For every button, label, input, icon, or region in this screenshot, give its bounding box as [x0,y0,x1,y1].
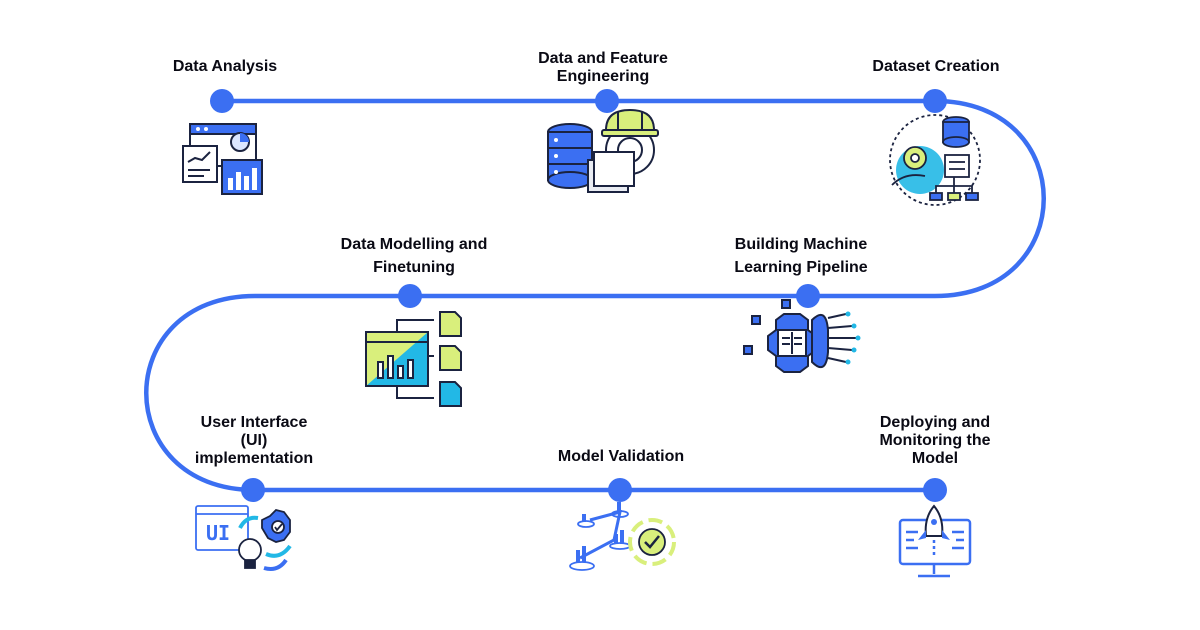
step-node-ui-implementation [241,478,265,502]
roadmap-path [144,98,1046,493]
dataset-network-icon [889,114,981,206]
label-line: Finetuning [373,259,455,276]
step-label-dataset-creation: Dataset Creation [872,58,999,76]
step-label-data-analysis: Data Analysis [173,58,277,76]
analytics-dashboard-icon [182,123,263,195]
database-engineering-icon [547,108,659,193]
step-node-feature-engineering [595,89,619,113]
label-line: Learning Pipeline [734,259,868,276]
label-line: Model [911,450,959,467]
step-node-dataset-creation [923,89,947,113]
deploy-rocket-monitor-icon [898,504,972,578]
step-node-ml-pipeline [796,284,820,308]
step-node-deploy-monitor [923,478,947,502]
step-node-modelling-finetuning [398,284,422,308]
svg-text:UI: UI [206,521,230,545]
label-line: Data Analysis [172,58,278,75]
step-label-deploy-monitor: Deploying and Monitoring the Model [879,414,990,468]
step-label-ml-pipeline: Building Machine Learning Pipeline [734,233,867,279]
label-line: Data Modelling and [340,236,488,253]
step-node-model-validation [608,478,632,502]
label-line: Deploying and [879,414,991,431]
label-line: Building Machine [734,236,868,253]
ml-pipeline-chip-icon [743,299,861,373]
label-line: Engineering [556,68,650,85]
label-line: Dataset Creation [872,58,1000,75]
step-label-modelling-finetuning: Data Modelling and Finetuning [341,233,488,279]
label-line: User Interface [200,414,308,431]
ui-implementation-icon: UI [195,505,292,571]
model-finetuning-icon [365,311,462,407]
label-line: (UI) [240,432,268,449]
label-line: implementation [194,450,314,467]
model-validation-icon [569,502,676,571]
step-label-feature-engineering: Data and Feature Engineering [538,50,668,86]
step-label-ui-implementation: User Interface (UI) implementation [195,414,313,468]
step-label-model-validation: Model Validation [558,448,684,466]
step-node-data-analysis [210,89,234,113]
label-line: Monitoring the [879,432,991,449]
label-line: Data and Feature [538,50,668,67]
label-line: Model Validation [557,448,685,465]
